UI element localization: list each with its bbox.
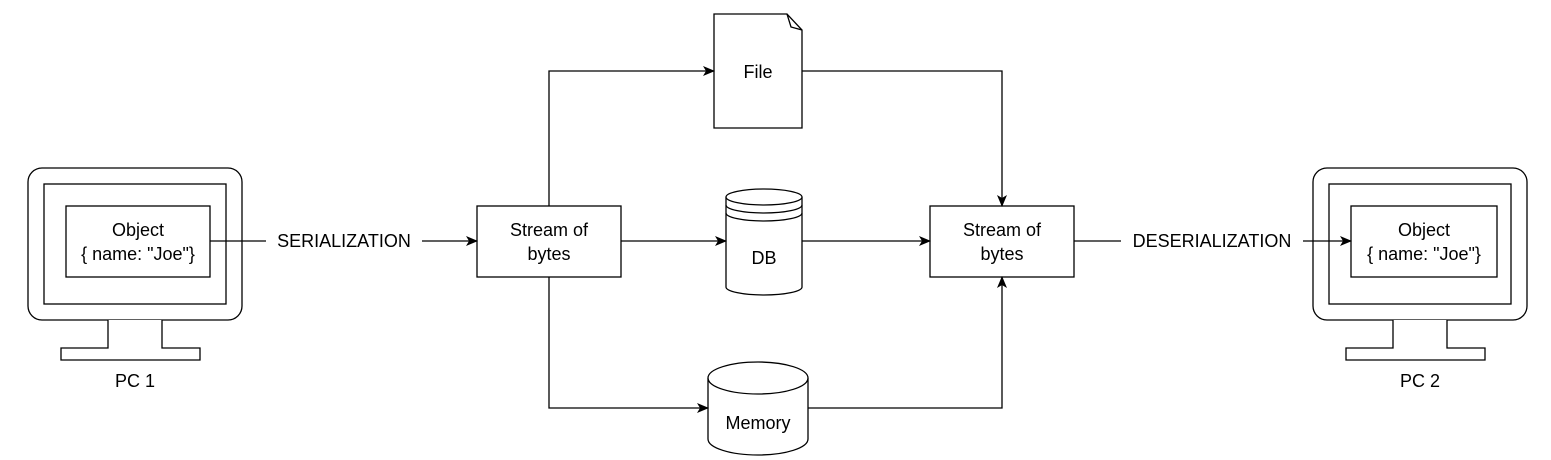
- file-node: File: [713, 13, 803, 129]
- pc1-label: PC 1: [115, 371, 155, 391]
- stream-out-line1: Stream of: [963, 220, 1042, 240]
- file-fold: [786, 13, 803, 31]
- stream-out-line2: bytes: [980, 244, 1023, 264]
- pc1-monitor-stand: [60, 320, 201, 361]
- db-body: [725, 197, 803, 296]
- file-shape: [713, 13, 803, 129]
- deserialization-label: DESERIALIZATION: [1133, 231, 1292, 251]
- pc2-object-value: { name: "Joe"}: [1367, 244, 1481, 264]
- stream-in-line2: bytes: [527, 244, 570, 264]
- pc1-object-box: [65, 205, 211, 278]
- stream-out-box: [929, 205, 1075, 278]
- stream-in-line1: Stream of: [510, 220, 589, 240]
- memory-body: [707, 378, 809, 456]
- memory-top: [707, 361, 809, 395]
- memory-node: Memory: [707, 361, 809, 456]
- pc2-monitor-stand: [1345, 320, 1486, 361]
- db-band-1: [725, 204, 803, 214]
- serialization-label: SERIALIZATION: [277, 231, 411, 251]
- stream-in-box: [476, 205, 622, 278]
- pc1-object-value: { name: "Joe"}: [81, 244, 195, 264]
- pc2-object-box: [1350, 205, 1498, 278]
- pc2-monitor: Object { name: "Joe"}: [1312, 167, 1528, 361]
- stream-to-memory-edge: [548, 277, 709, 413]
- pc2-label: PC 2: [1400, 371, 1440, 391]
- memory-label: Memory: [725, 413, 790, 433]
- db-label: DB: [751, 248, 776, 268]
- pc1-monitor: Object { name: "Joe"}: [27, 167, 243, 361]
- db-band-2: [725, 212, 803, 222]
- db-node: DB: [725, 188, 803, 296]
- file-label: File: [743, 62, 772, 82]
- memory-to-stream-edge: [808, 276, 1007, 409]
- pc2-object-title: Object: [1398, 220, 1450, 240]
- file-to-stream-edge: [802, 70, 1007, 207]
- stream-to-file-edge: [548, 66, 715, 206]
- pc1-object-title: Object: [112, 220, 164, 240]
- db-top: [725, 188, 803, 206]
